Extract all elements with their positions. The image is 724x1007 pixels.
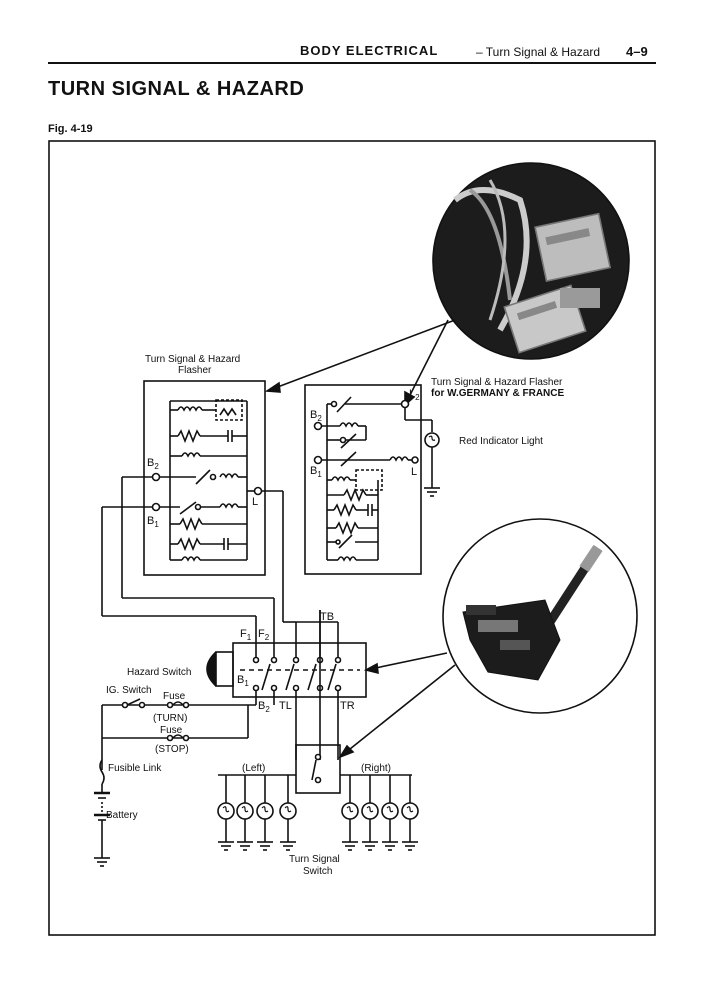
- page-title: TURN SIGNAL & HAZARD: [48, 78, 305, 100]
- header-section-title: BODY ELECTRICAL: [300, 43, 439, 58]
- term-b1-hazard: B1: [237, 674, 249, 688]
- turn-signal-switch-label: Turn Signal: [289, 854, 340, 865]
- export-flasher-label: Turn Signal & Hazard Flasher: [431, 377, 563, 388]
- export-flasher-unit: [304, 384, 422, 575]
- term-l2: L2: [409, 388, 420, 402]
- figure-frame: [48, 140, 656, 936]
- term-l-export: L: [411, 466, 417, 478]
- page-number: 4–9: [626, 44, 648, 59]
- turn-signal-switch: [295, 744, 341, 794]
- term-b1-export: B1: [310, 465, 322, 479]
- flasher-label-2: Flasher: [178, 365, 212, 376]
- red-indicator-label: Red Indicator Light: [459, 436, 543, 447]
- stop-label: (STOP): [155, 744, 189, 755]
- term-b2-hazard: B2: [258, 700, 270, 714]
- export-flasher-label-2: for W.GERMANY & FRANCE: [431, 388, 564, 399]
- flasher-photo: [432, 162, 630, 360]
- term-tl: TL: [279, 700, 292, 712]
- term-tb: TB: [320, 611, 334, 623]
- term-l: L: [252, 496, 258, 508]
- term-tr: TR: [340, 700, 355, 712]
- header-subsection: – Turn Signal & Hazard: [476, 45, 601, 59]
- fuse-turn-label: Fuse: [163, 691, 186, 702]
- term-b2: B2: [147, 457, 159, 471]
- term-f2: F2: [258, 628, 270, 642]
- wiring-diagram: Turn Signal & Hazard Flasher Turn Signal…: [48, 140, 656, 936]
- flasher-label: Turn Signal & Hazard: [145, 354, 240, 365]
- flasher-unit: [143, 380, 266, 576]
- fuse-stop-label: Fuse: [160, 725, 183, 736]
- term-f1: F1: [240, 628, 252, 642]
- right-label: (Right): [361, 763, 391, 774]
- term-b2-export: B2: [310, 409, 322, 423]
- turn-label: (TURN): [153, 713, 187, 724]
- term-b1: B1: [147, 515, 159, 529]
- battery-label: Battery: [106, 810, 138, 821]
- turn-signal-switch-label-2: Switch: [303, 866, 332, 877]
- hazard-switch-label: Hazard Switch: [127, 667, 191, 678]
- ig-switch-label: IG. Switch: [106, 685, 152, 696]
- figure-label: Fig. 4-19: [48, 123, 93, 135]
- turn-signal-switch-photo: [442, 518, 638, 714]
- fusible-link-label: Fusible Link: [108, 763, 162, 774]
- header-rule: [48, 62, 656, 64]
- left-label: (Left): [242, 763, 265, 774]
